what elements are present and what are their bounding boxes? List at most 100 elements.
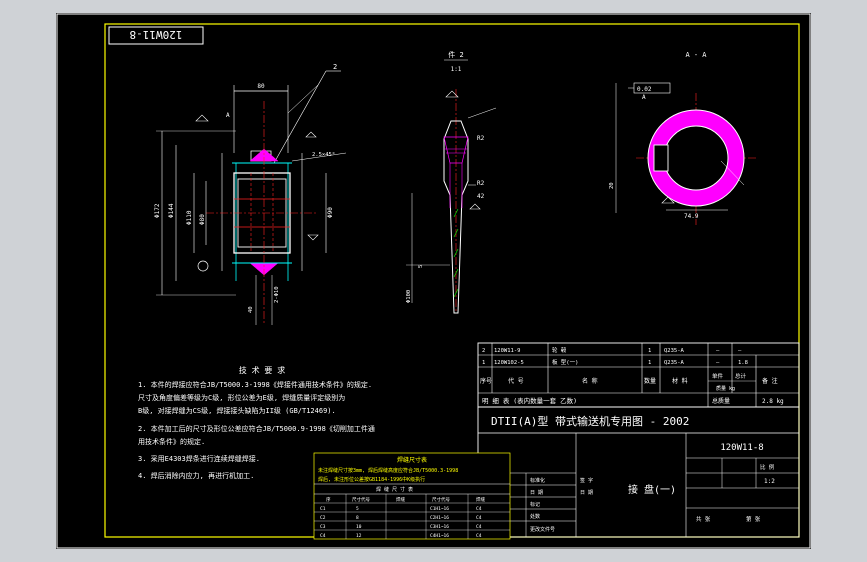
sig-change: 更改文件号	[530, 526, 555, 533]
dim-right: Φ90	[327, 207, 334, 218]
det-dim-2: R2	[477, 180, 485, 187]
dim-mid-1: Φ110	[186, 210, 193, 225]
pl-r2-c4: 1	[648, 360, 651, 366]
scale-value: 1:2	[764, 478, 775, 485]
datum-circle	[197, 260, 209, 272]
tech-requirements: 技 术 要 求 1. 本件的焊接应符合JB/T5000.3-1998《焊接件通用…	[138, 365, 375, 480]
pl-r2-c3: 板 型(一)	[552, 358, 578, 366]
scale-label: 比 例	[760, 463, 775, 471]
pl-h-remark: 备 注	[762, 377, 778, 385]
pl-h-unit: 单件	[712, 372, 724, 380]
detail-label: 件 2	[448, 50, 463, 59]
weld-table: 焊缝尺寸表 未注焊缝尺寸按3mm, 焊后焊缝高度应符合JB/T5000.3-19…	[313, 452, 511, 540]
weld-r4-c4: C4H1~16	[430, 533, 449, 539]
weld-r3-c5: C4	[476, 524, 482, 530]
det-dim-3: 42	[477, 193, 485, 200]
weld-r1-c4: C1H1~16	[430, 506, 449, 512]
pl-r2-c2: 120W102-5	[494, 360, 524, 366]
pl-r1-c4: 1	[648, 348, 651, 354]
det-dim-5: 5	[418, 265, 424, 268]
sig-sign: 签 字	[580, 477, 593, 484]
part-name: 接 盘(一)	[628, 483, 676, 496]
section-bore	[663, 125, 729, 191]
pl-r1-c3: 轮 毂	[552, 346, 567, 354]
weld-r1-c1: C1	[320, 506, 326, 512]
weld-r1-c5: C4	[476, 506, 482, 512]
sig-count: 处数	[530, 513, 540, 520]
tech-line-2: 尺寸及角度偏差等级为C级, 形位公差为E级, 焊缝质量评定级别为	[138, 393, 345, 402]
weight-value: 2.8 kg	[762, 398, 784, 405]
detail-scale: 1:1	[451, 66, 462, 73]
cad-canvas[interactable]: 120W11-8 80 2 A	[56, 13, 811, 549]
weld-r3-c2: 10	[356, 524, 362, 530]
sig-mark: 标记	[530, 501, 540, 508]
weld-note-2: 焊后, 未注形位公差按GB1184-1996中K级执行	[318, 476, 425, 483]
sig-standard: 标准化	[530, 477, 545, 484]
pl-h-code: 代 号	[508, 377, 524, 385]
sig-date-2: 日 期	[580, 490, 593, 496]
weld-title: 焊缝尺寸表	[397, 456, 427, 464]
weld-r2-c1: C2	[320, 515, 326, 521]
weld-sub: 焊 缝 尺 寸 表	[376, 486, 413, 493]
dim-chamfer: 2.5×45°	[312, 152, 335, 158]
tech-line-3: B级, 对接焊缝为CS级, 焊接接头缺陷为II级 (GB/T12469).	[138, 406, 336, 415]
corner-code: 120W11-8	[130, 28, 183, 41]
weld-r4-c5: C4	[476, 533, 482, 539]
tech-line-5: 用技术条件》的规定.	[138, 437, 205, 446]
dim-mid-2: Φ80	[199, 214, 206, 225]
section-keyway	[653, 144, 669, 172]
dim-overall-width: 80	[257, 83, 265, 90]
sec-dim-1: 0.02	[637, 86, 652, 93]
weld-r2-c5: C4	[476, 515, 482, 521]
pl-r1-c2: 120W11-9	[494, 348, 521, 354]
weld-h-4: 尺寸代号	[432, 496, 450, 503]
weld-h-2: 尺寸代号	[352, 496, 370, 503]
tech-line-1: 1. 本件的焊接应符合JB/T5000.3-1998《焊接件通用技术条件》的规定…	[138, 380, 372, 389]
corner-code-box	[108, 26, 204, 45]
pl-detail-note: 明 细 表 (表内数量一套 乙数)	[482, 396, 577, 405]
weld-r1-c2: 5	[356, 506, 359, 512]
pl-r2-c1: 1	[482, 360, 485, 366]
part-callout-2: 2	[333, 63, 337, 71]
pl-h-name: 名 称	[582, 377, 598, 385]
section-label: A - A	[685, 51, 707, 59]
weld-h-5: 焊缝	[476, 496, 485, 503]
pl-h-mat: 材 料	[672, 377, 688, 385]
dim-left-2: Φ144	[168, 203, 175, 218]
tech-line-7: 4. 焊后消除内应力, 再进行机加工.	[138, 471, 254, 480]
pl-r2-c6: —	[716, 360, 720, 366]
weld-r4-c1: C4	[320, 533, 326, 539]
sheet-number: 第 张	[746, 515, 761, 523]
det-dim-4: Φ100	[406, 290, 412, 303]
dim-bottom-1: 2-Φ10	[274, 286, 280, 303]
pl-r2-c5: Q235-A	[664, 360, 685, 366]
dim-bottom-2: 40	[248, 306, 254, 313]
tech-line-4: 2. 本件加工后的尺寸及形位公差应符合JB/T5000.9-1998《切削加工件…	[138, 424, 375, 433]
weld-r3-c1: C3	[320, 524, 326, 530]
dim-left-1: Φ172	[154, 203, 161, 218]
parts-list: 2 120W11-9 轮 毂 1 Q235-A — — 1 120W102-5 …	[477, 342, 800, 408]
drawing-number: 120W11-8	[720, 443, 763, 453]
sec-dim-3: 20	[609, 182, 615, 189]
weld-r2-c2: 8	[356, 515, 359, 521]
drawing-sheet: 120W11-8 80 2 A	[56, 13, 811, 549]
sec-dim-2: 74.9	[684, 213, 699, 220]
pl-weight-label: 质量 kg	[716, 385, 735, 392]
section-view: A - A 20 0.02 74.9 A	[609, 51, 756, 225]
pl-r1-c7: —	[738, 348, 742, 354]
title-main: DTII(A)型 带式输送机专用图 - 2002	[491, 414, 689, 428]
pl-h-seq: 序号	[480, 377, 492, 385]
callout-a: A	[226, 112, 230, 119]
sheet-total: 共 张	[696, 515, 711, 523]
pl-h-qty: 数量	[644, 377, 656, 385]
weld-r2-c4: C2H1~16	[430, 515, 449, 521]
pl-r1-c1: 2	[482, 348, 485, 354]
detail-view: 件 2 1:1 R2	[406, 50, 497, 314]
sig-date: 日 期	[530, 490, 543, 496]
weight-label: 总质量	[712, 397, 730, 405]
weld-h-3: 焊缝	[396, 496, 405, 503]
det-dim-1: R2	[477, 135, 485, 142]
section-marker: A	[642, 94, 646, 101]
weld-h-1: 序	[326, 496, 331, 503]
